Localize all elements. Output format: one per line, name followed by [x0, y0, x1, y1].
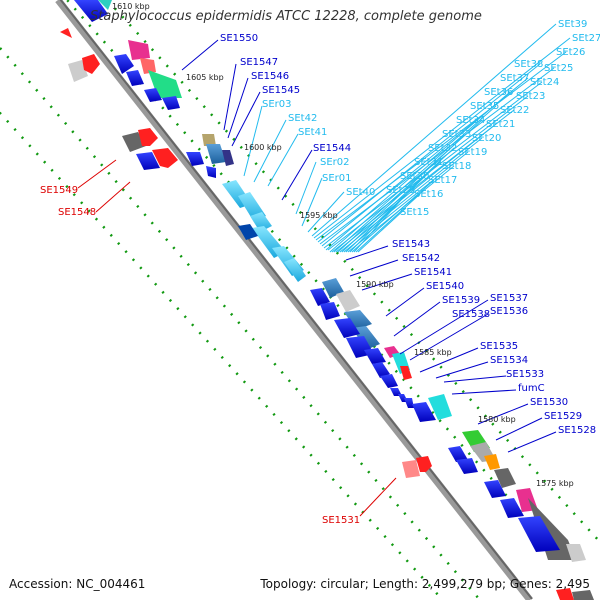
trna-label[interactable]: SEt18 [442, 161, 471, 172]
trna-label[interactable]: SEt39 [558, 19, 587, 30]
gene-label[interactable]: SE1550 [220, 33, 258, 44]
trna-label[interactable]: SEt20 [472, 133, 501, 144]
gene-label[interactable]: SEt42 [288, 113, 317, 124]
scale-label: 1610 kbp [112, 2, 150, 11]
gene-label[interactable]: SEr02 [320, 157, 350, 168]
gene-label[interactable]: SE1549 [40, 185, 78, 196]
trna-label[interactable]: SEt29 [386, 185, 415, 196]
trna-label[interactable]: SEt30 [400, 171, 429, 182]
forward-gene-labels: SE1550 SE1547 SE1546 SE1545 SE1544 SE154… [220, 33, 596, 436]
trna-label[interactable]: SEt31 [414, 157, 443, 168]
trna-label[interactable]: SEt16 [414, 189, 443, 200]
gene-label[interactable]: SE1547 [240, 57, 278, 68]
gene-label[interactable]: SEr01 [322, 173, 352, 184]
gene-blocks [60, 0, 594, 600]
gene-label[interactable]: SE1536 [490, 306, 528, 317]
trna-label[interactable]: SEt36 [484, 87, 513, 98]
scale-label: 1600 kbp [244, 143, 282, 152]
gene-label[interactable]: SE1528 [558, 425, 596, 436]
scale-labels: 1610 kbp 1605 kbp 1600 kbp 1595 kbp 1590… [112, 2, 574, 488]
trna-label[interactable]: SEt35 [470, 101, 499, 112]
gene-label[interactable]: SE1544 [313, 143, 351, 154]
trna-label[interactable]: SEt24 [530, 77, 559, 88]
gene-label[interactable]: SE1540 [426, 281, 464, 292]
scale-label: 1585 kbp [414, 348, 452, 357]
gene-label[interactable]: SE1533 [506, 369, 544, 380]
trna-label[interactable]: SEt21 [486, 119, 515, 130]
rna-gene-labels: SEr03 SEt42 SEt41 SEr02 SEr01 SEt40 SEt3… [262, 19, 600, 218]
trna-label[interactable]: SEt33 [442, 129, 471, 140]
gene-label[interactable]: SEr03 [262, 99, 292, 110]
topology-text: Topology: circular; Length: 2,499,279 bp… [260, 577, 590, 591]
trna-label[interactable]: SEt34 [456, 115, 485, 126]
trna-label[interactable]: SEt27 [572, 33, 600, 44]
accession-text: Accession: NC_004461 [9, 577, 146, 591]
trna-label[interactable]: SEt37 [500, 73, 529, 84]
trna-label[interactable]: SEt26 [556, 47, 585, 58]
reverse-gene-labels: SE1549 SE1548 SE1531 [40, 185, 360, 526]
gene-label[interactable]: SE1538 [452, 309, 490, 320]
trna-label[interactable]: SEt15 [400, 207, 429, 218]
gene-label[interactable]: SE1531 [322, 515, 360, 526]
gene-label[interactable]: SE1537 [490, 293, 528, 304]
genome-backbone [55, 0, 533, 600]
gene-label[interactable]: SE1530 [530, 397, 568, 408]
gene-label[interactable]: SE1548 [58, 207, 96, 218]
gene-label[interactable]: SE1534 [490, 355, 528, 366]
trna-label[interactable]: SEt22 [500, 105, 529, 116]
trna-label[interactable]: SEt23 [516, 91, 545, 102]
gene-label[interactable]: fumC [518, 383, 545, 394]
gene-label[interactable]: SEt40 [346, 187, 375, 198]
scale-label: 1595 kbp [300, 211, 338, 220]
gene-label[interactable]: SE1545 [262, 85, 300, 96]
scale-label: 1580 kbp [478, 415, 516, 424]
scale-label: 1605 kbp [186, 73, 224, 82]
gene-label[interactable]: SE1541 [414, 267, 452, 278]
scale-label: 1590 kbp [356, 280, 394, 289]
trna-label[interactable]: SEt32 [428, 143, 457, 154]
scale-label: 1575 kbp [536, 479, 574, 488]
gene-label[interactable]: SE1535 [480, 341, 518, 352]
gene-label[interactable]: SE1546 [251, 71, 289, 82]
gene-label[interactable]: SE1539 [442, 295, 480, 306]
gene-label[interactable]: SE1529 [544, 411, 582, 422]
trna-label[interactable]: SEt17 [428, 175, 457, 186]
map-title: Staphylococcus epidermidis ATCC 12228, c… [90, 9, 482, 24]
label-connectors [77, 23, 571, 517]
trna-label[interactable]: SEt38 [514, 59, 543, 70]
gene-label[interactable]: SE1543 [392, 239, 430, 250]
gene-label[interactable]: SEt41 [298, 127, 327, 138]
trna-label[interactable]: SEt25 [544, 63, 573, 74]
gene-label[interactable]: SE1542 [402, 253, 440, 264]
trna-label[interactable]: SEt19 [458, 147, 487, 158]
